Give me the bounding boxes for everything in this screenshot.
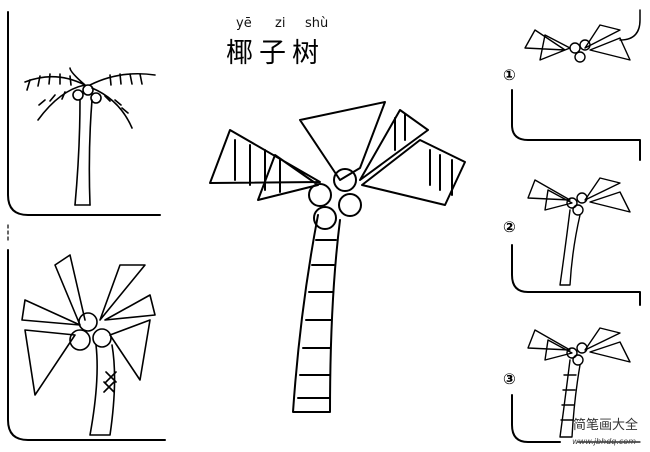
step-3-tree [527,327,631,438]
step-1-label: ① [503,66,516,84]
pinyin-zi: zi [275,16,286,31]
panel-frames [7,9,641,443]
example-tree-outline [24,67,156,206]
main-coconut-tree [209,101,466,413]
pinyin-shu: shù [305,16,329,31]
pinyin-ye: yē [236,16,252,31]
step-2-label: ② [503,218,516,236]
page-title: 椰子树 [226,38,325,69]
watermark-text: 简笔画大全 [572,418,638,433]
step-1-tree [524,24,631,63]
example-tree-filled [21,254,156,436]
step-3-label: ③ [503,370,516,388]
watermark-url: www.jbhdq.com [572,437,636,446]
step-2-tree [527,177,631,286]
